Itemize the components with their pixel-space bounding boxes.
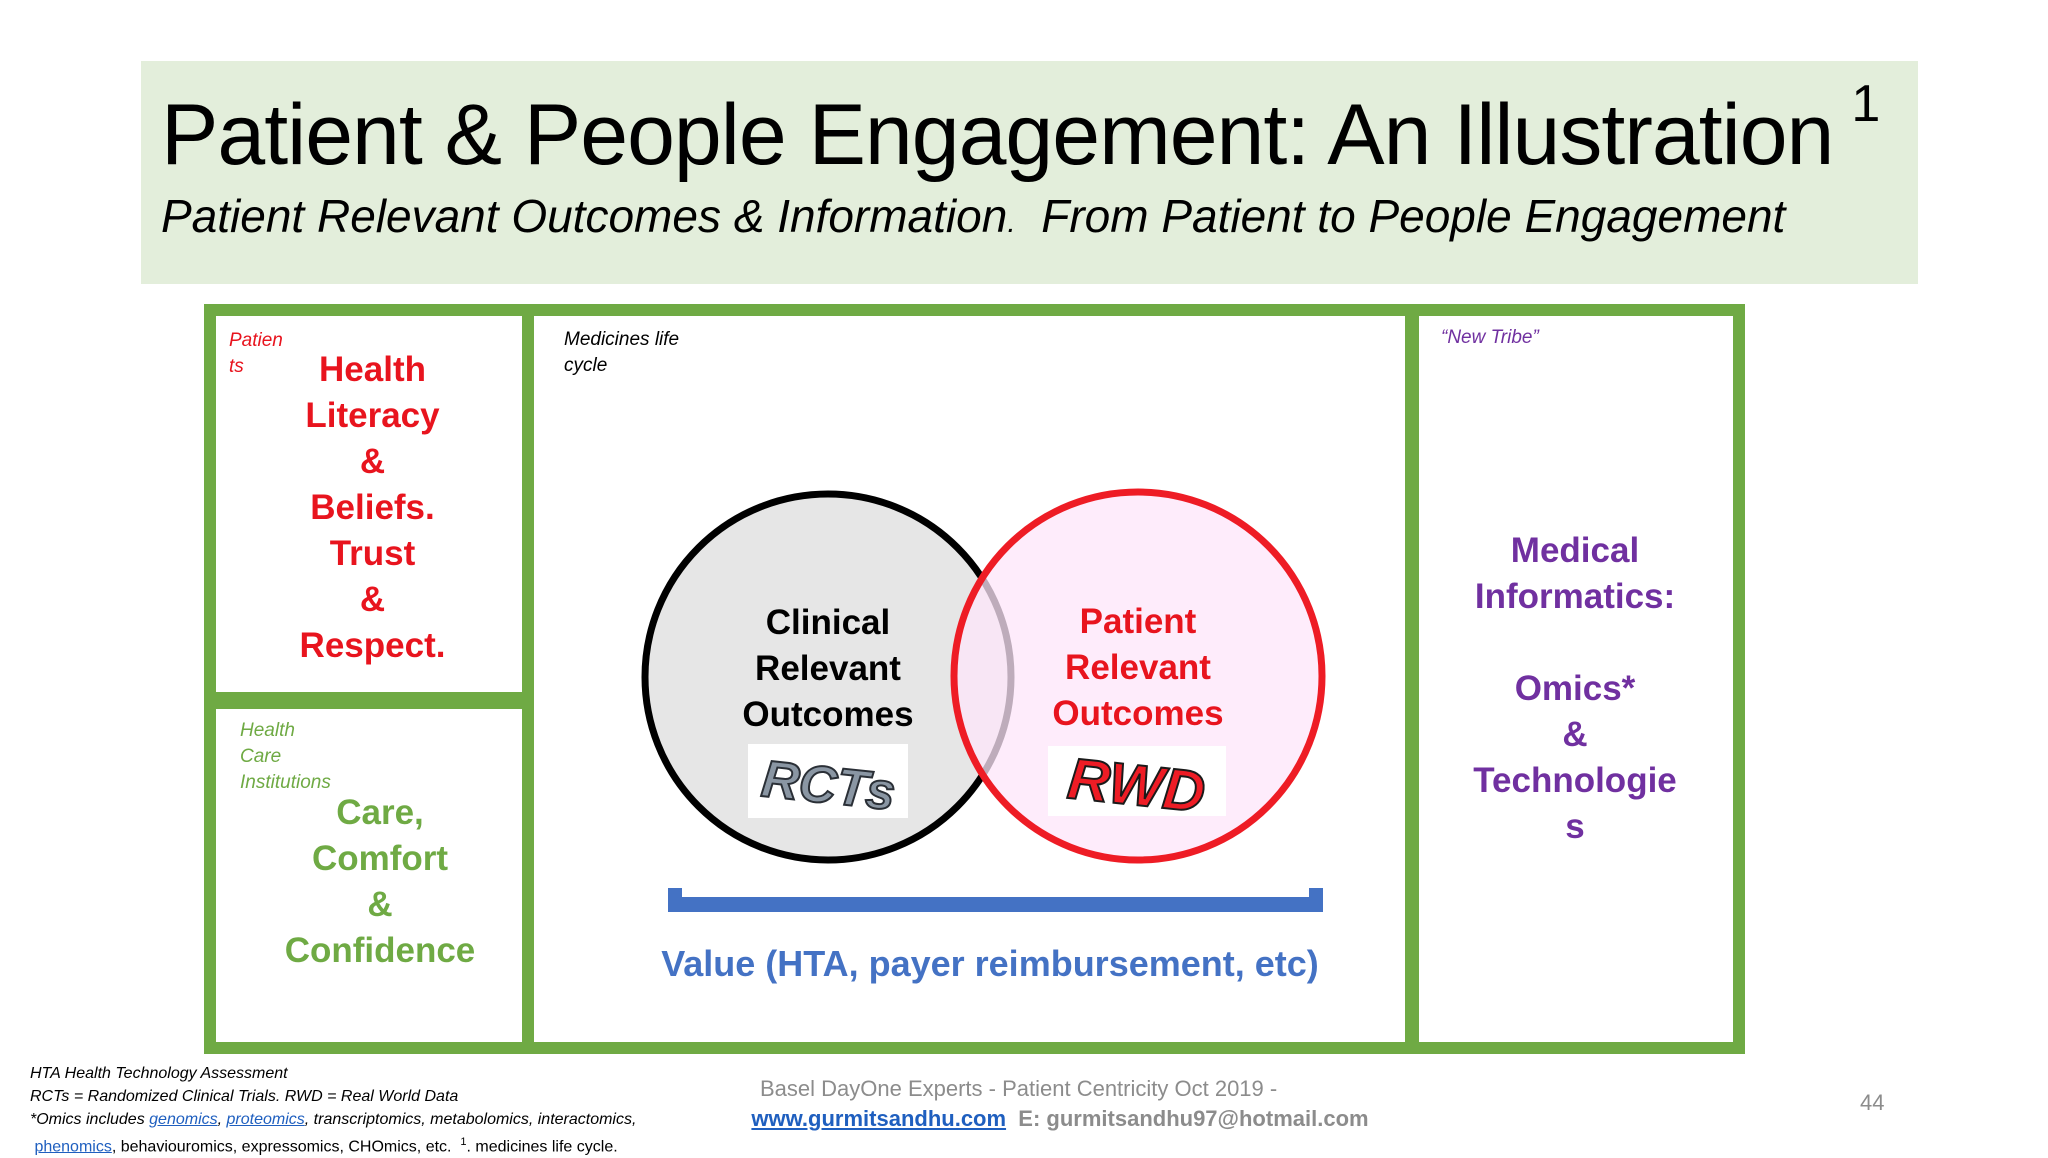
footnote-omics-post: , transcriptomics, metabolomics, interac… <box>304 1111 637 1128</box>
patient-line: Relevant <box>1065 648 1211 687</box>
patients-tag-line2: ts <box>229 356 244 377</box>
patients-line: & <box>359 580 386 619</box>
value-bar-left-cap <box>668 888 682 912</box>
footer-event: Basel DayOne Experts - Patient Centricit… <box>760 1076 1278 1101</box>
patients-line: Beliefs. <box>310 488 435 527</box>
footer-contact: www.gurmitsandhu.com E: gurmitsandhu97@h… <box>700 1106 1420 1132</box>
value-bar <box>675 897 1322 912</box>
patient-outcomes-circle <box>950 488 1326 864</box>
subtitle-dot: . <box>1007 206 1016 239</box>
proteomics-link[interactable]: proteomics <box>226 1111 305 1128</box>
tribe-line: Omics* <box>1514 669 1636 708</box>
institutions-line: Comfort <box>311 839 449 878</box>
slide-title: Patient & People Engagement: An Illustra… <box>161 78 1880 178</box>
genomics-link[interactable]: genomics <box>149 1111 218 1128</box>
website-link[interactable]: www.gurmitsandhu.com <box>751 1106 1007 1131</box>
title-text: Patient & People Engagement: An Illustra… <box>161 87 1834 183</box>
lifecycle-tag-line1: Medicines life <box>564 329 680 350</box>
clinical-outcomes-label: Clinical Relevant Outcomes <box>708 600 948 738</box>
subtitle-part-b: From Patient to People Engagement <box>1041 190 1786 242</box>
institutions-text: Care, Comfort & Confidence <box>270 790 490 974</box>
footnote-hta: HTA Health Technology Assessment <box>30 1065 288 1082</box>
institutions-tag-line: Health <box>240 720 295 741</box>
footnote-omics-pre: *Omics includes <box>30 1111 150 1128</box>
institutions-line: Care, <box>336 793 424 832</box>
patients-box <box>204 304 534 704</box>
tribe-text: Medical Informatics: Omics* & Technologi… <box>1430 528 1720 850</box>
tribe-tag: “New Tribe” <box>1441 327 1539 348</box>
patients-line: Trust <box>329 534 416 573</box>
tribe-line: Technologie <box>1473 761 1677 800</box>
footnote-omics-cont-text: , behaviouromics, expressomics, CHOmics,… <box>111 1138 452 1156</box>
patients-line: Literacy <box>305 396 440 435</box>
patients-line: Health <box>319 350 426 389</box>
tribe-box <box>1407 304 1745 1054</box>
patients-tag: Patien ts <box>229 328 283 380</box>
rcts-stamp-bg <box>748 744 908 818</box>
value-label: Value (HTA, payer reimbursement, etc) <box>661 943 1319 984</box>
institutions-tag-line: Care <box>240 746 282 767</box>
clinical-line: Relevant <box>755 649 901 688</box>
slide-subtitle: Patient Relevant Outcomes & Information.… <box>161 193 1785 239</box>
tribe-line: Informatics: <box>1474 577 1676 616</box>
institutions-tag: Health Care Institutions <box>240 718 331 796</box>
tribe-line: s <box>1565 807 1585 846</box>
patient-outcomes-label: Patient Relevant Outcomes <box>1018 599 1258 737</box>
tribe-line: Medical <box>1510 531 1640 570</box>
clinical-line: Outcomes <box>742 695 914 734</box>
patients-line: Respect. <box>299 626 446 665</box>
rwd-stamp-bg <box>1048 746 1226 816</box>
institutions-line: Confidence <box>284 931 476 970</box>
header-band <box>141 61 1918 284</box>
patients-text: Health Literacy & Beliefs. Trust & Respe… <box>270 347 475 669</box>
phenomics-link[interactable]: phenomics <box>34 1138 112 1156</box>
footnote-omics: *Omics includes genomics, proteomics, tr… <box>30 1108 636 1131</box>
institutions-tag-line: Institutions <box>240 772 331 793</box>
tribe-line <box>1430 620 1720 666</box>
lifecycle-tag-line2: cycle <box>564 355 608 376</box>
title-superscript: 1 <box>1851 75 1880 133</box>
footnote-omics-cont: phenomics, behaviouromics, expressomics,… <box>30 1131 636 1158</box>
tribe-line: & <box>1562 715 1588 754</box>
subtitle-part-a: Patient Relevant Outcomes & Information <box>161 190 1008 242</box>
footnote-sup: 1 <box>460 1136 467 1148</box>
footnote-end: . medicines life cycle. <box>466 1138 618 1156</box>
page-number: 44 <box>1860 1090 1885 1115</box>
patients-tag-line1: Patien <box>229 330 283 351</box>
footer-email: E: gurmitsandhu97@hotmail.com <box>1018 1106 1369 1131</box>
footnote-sep: , <box>217 1111 227 1128</box>
clinical-line: Clinical <box>765 603 891 642</box>
rwd-stamp: RWD <box>1065 746 1209 825</box>
institutions-line: & <box>367 885 393 924</box>
patients-line: & <box>359 442 386 481</box>
patient-line: Outcomes <box>1052 694 1224 733</box>
footnotes: HTA Health Technology Assessment RCTs = … <box>30 1062 636 1158</box>
value-bar-right-cap <box>1309 888 1323 912</box>
lifecycle-tag: Medicines life cycle <box>564 327 679 379</box>
institutions-box <box>204 697 534 1054</box>
patient-line: Patient <box>1079 602 1197 641</box>
footnote-rcts: RCTs = Randomized Clinical Trials. RWD =… <box>30 1088 459 1105</box>
